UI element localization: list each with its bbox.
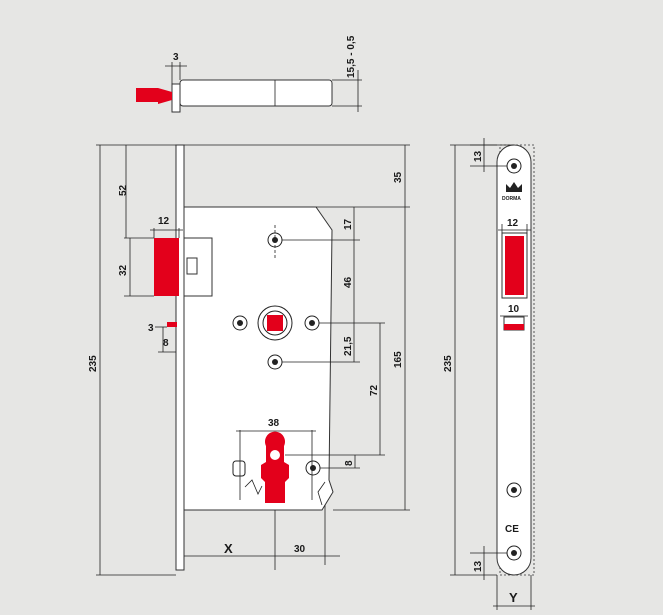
dim-35: 35: [393, 171, 404, 183]
faceplate: [496, 144, 532, 576]
small-bolt-red: [167, 322, 177, 327]
dim-top-15-5: 15,5 - 0,5: [346, 35, 357, 78]
dim-faceplate-13-top: 13: [473, 150, 484, 162]
dim-bolt-3: 3: [148, 323, 154, 334]
dim-faceplate-235: 235: [443, 355, 454, 372]
top-latch-red: [136, 88, 158, 102]
faceplate-screw-bottom: [506, 545, 522, 561]
screw-hole-bottom: [267, 354, 283, 370]
follower: [257, 305, 293, 341]
faceplate-latch-red: [505, 236, 524, 295]
dim-y: Y: [509, 590, 518, 605]
dim-165: 165: [393, 351, 404, 368]
dim-faceplate-13-bottom: 13: [473, 560, 484, 572]
front-view: 235 52 32 12 3 8 35 17 46: [88, 144, 410, 576]
dorma-crown-icon: [506, 182, 522, 192]
dim-38: 38: [268, 418, 280, 429]
lock-case: [183, 206, 334, 511]
faceplate-view: DORMA 12 10 CE 13 235 13 Y: [443, 138, 535, 610]
faceplate-screw-top: [506, 158, 522, 174]
dim-21-5: 21,5: [343, 336, 354, 356]
dim-8-cylinder: 8: [344, 460, 355, 466]
dim-17: 17: [343, 218, 354, 230]
follower-square-red: [267, 315, 283, 331]
screw-hole-right: [304, 315, 320, 331]
screw-hole-left: [232, 315, 248, 331]
dim-46: 46: [343, 276, 354, 288]
brand-logo: DORMA: [502, 196, 521, 202]
dim-72: 72: [369, 384, 380, 396]
dim-faceplate-12: 12: [507, 218, 519, 229]
latch-red: [154, 238, 179, 296]
dim-x: X: [224, 541, 233, 556]
dim-32: 32: [118, 264, 129, 276]
dim-52: 52: [118, 184, 129, 196]
forend: [175, 144, 185, 571]
faceplate-bolt-red: [504, 324, 524, 330]
dim-30: 30: [294, 544, 306, 555]
dim-bolt-8: 8: [163, 338, 169, 349]
dim-top-3: 3: [173, 52, 179, 63]
ce-mark: CE: [505, 524, 519, 535]
faceplate-screw-mid: [506, 482, 522, 498]
dim-faceplate-10: 10: [508, 304, 520, 315]
top-view: 3 15,5 - 0,5: [136, 35, 362, 113]
dim-235-left: 235: [88, 355, 99, 372]
cylinder-profile-red: [261, 431, 289, 503]
dim-12: 12: [158, 216, 170, 227]
